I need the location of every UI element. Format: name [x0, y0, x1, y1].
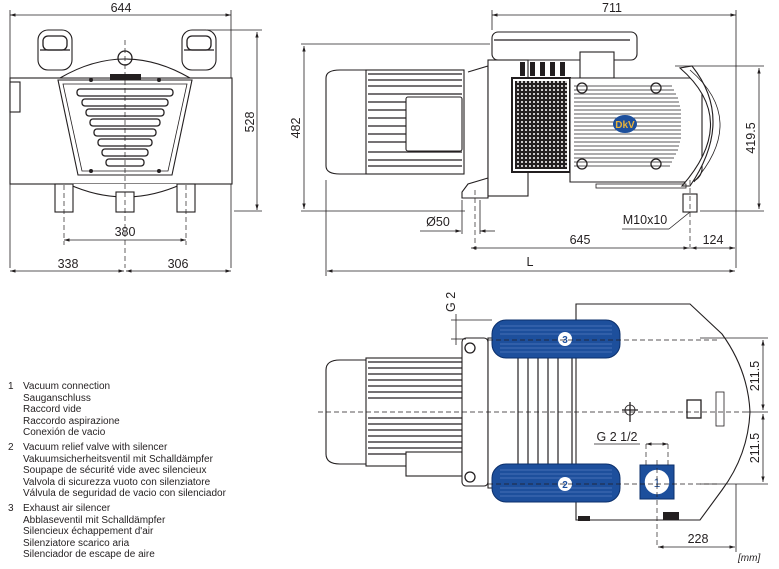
- dim-380-label: 380: [115, 225, 136, 239]
- top-handle-bar: [491, 31, 638, 61]
- marker-1: 1: [654, 476, 661, 490]
- svg-text:2: 2: [562, 480, 568, 491]
- dim-211-5-lower-label: 211.5: [748, 433, 762, 463]
- dim-228-label: 228: [688, 532, 709, 546]
- dim-306-label: 306: [168, 257, 189, 271]
- parts-legend: 1 Vacuum connection Sauganschluss Raccor…: [8, 381, 226, 564]
- inlet-thread-label: G 2 1/2: [597, 430, 638, 444]
- motor-endcap: [325, 69, 369, 175]
- brand-plate: [110, 74, 141, 83]
- legend-item-2: 2 Vacuum relief valve with silencer Vaku…: [8, 441, 226, 500]
- dim-338-label: 338: [58, 257, 79, 271]
- dim-645-label: 645: [570, 233, 591, 247]
- dkv-logo-text: DkV: [615, 120, 635, 131]
- grille-cover: [57, 79, 193, 176]
- dim-528-label: 528: [243, 112, 257, 133]
- housing-ribs: [574, 85, 681, 167]
- svg-text:3: 3: [562, 335, 568, 346]
- motor-fins: [368, 73, 462, 167]
- exhaust-thread-label: G 2: [444, 292, 458, 312]
- exhaust-silencer: [491, 319, 621, 359]
- dim-diameter-50-label: Ø50: [426, 215, 450, 229]
- top-fins: [520, 62, 565, 76]
- motor-fins-top: [368, 361, 462, 455]
- top-view: 3 2 1 G 2 G 2 1/2 211.5 2: [318, 292, 768, 552]
- side-bracket: [9, 81, 21, 113]
- dkv-logo: [613, 115, 637, 133]
- legend-item-3: 3 Exhaust air silencer Abblaseventil mit…: [8, 502, 166, 561]
- unit-label: [mm]: [738, 553, 761, 564]
- foot-thread-label: M10x10: [623, 213, 668, 227]
- dim-419-5-label: 419.5: [744, 122, 758, 153]
- side-view: 711 482 419.5: [289, 1, 764, 276]
- dim-L-label: L: [527, 255, 534, 269]
- dim-482-label: 482: [289, 118, 303, 139]
- terminal-box-top: [405, 451, 463, 477]
- valve-block: [579, 51, 615, 79]
- front-view: 644 528: [9, 1, 262, 273]
- dim-711-label: 711: [602, 1, 622, 15]
- dim-644-label: 644: [111, 1, 132, 15]
- dim-124-label: 124: [703, 233, 724, 247]
- marker-3: [558, 332, 572, 346]
- dim-211-5-upper-label: 211.5: [748, 361, 762, 391]
- motor-flange: [461, 65, 489, 199]
- drain-tab: [663, 512, 679, 520]
- vacuum-relief-silencer: [491, 463, 621, 503]
- legend-item-1: 1 Vacuum connection Sauganschluss Raccor…: [8, 381, 120, 439]
- base-rail: [595, 183, 687, 189]
- sight-window: [686, 399, 702, 419]
- terminal-box: [405, 96, 463, 152]
